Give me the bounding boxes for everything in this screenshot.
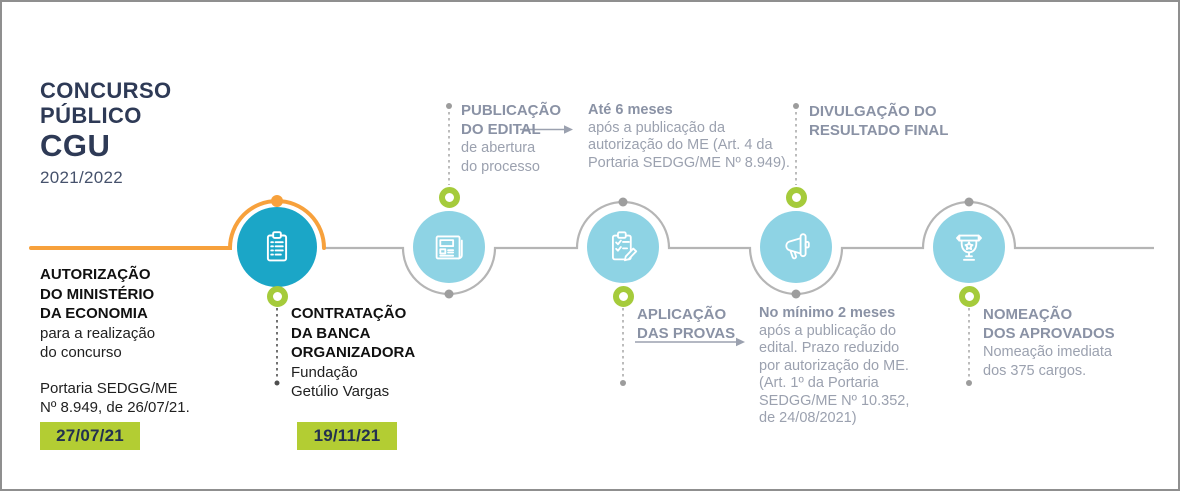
milestone-resultado-title: DIVULGAÇÃO DO RESULTADO FINAL — [809, 103, 949, 139]
title-line-3: CGU — [40, 128, 111, 163]
arc-dot-nomeacao — [964, 197, 974, 207]
dashed-end-dot-contratacao — [274, 380, 280, 386]
milestone-provas-title: APLICAÇÃO DAS PROVAS — [637, 306, 736, 342]
newspaper-icon — [435, 235, 463, 260]
authorization-title: AUTORIZAÇÃO DO MINISTÉRIO DA ECONOMIA — [40, 266, 155, 322]
authorization-description: para a realização do concurso — [40, 324, 156, 362]
dashed-end-dot-provas — [620, 380, 626, 386]
arrow-provas-head-icon — [736, 337, 745, 347]
milestone-publicacao-title: PUBLICAÇÃO DO EDITAL — [461, 102, 561, 138]
title-line-1: CONCURSO — [40, 78, 172, 103]
date-badge-authorization: 27/07/21 — [40, 422, 140, 450]
exam-checklist-icon — [612, 231, 638, 262]
milestone-nomeacao-description: Nomeação imediata dos 375 cargos. — [983, 344, 1112, 379]
timeline-node-resultado — [760, 211, 832, 283]
timeline-gray-line — [324, 200, 1154, 296]
milestone-nomeacao-title: NOMEAÇÃO DOS APROVADOS — [983, 306, 1115, 342]
megaphone-icon — [785, 233, 810, 260]
dashed-end-dot-resultado — [793, 103, 799, 109]
ring-marker-nomeacao — [958, 285, 980, 307]
date-badge-contratacao: 19/11/21 — [297, 422, 397, 450]
authorization-note: Portaria SEDGG/ME Nº 8.949, de 26/07/21. — [40, 379, 190, 417]
milestone-contratacao-description: Fundação Getúlio Vargas — [291, 363, 390, 401]
milestone-resultado-text: DIVULGAÇÃO DO RESULTADO FINAL — [809, 102, 969, 140]
milestone-contratacao-title: CONTRATAÇÃO DA BANCA ORGANIZADORA — [291, 305, 416, 361]
milestone-publicacao-text: PUBLICAÇÃO DO EDITAL de abertura do proc… — [461, 101, 581, 177]
arc-dot-provas — [618, 197, 628, 207]
arrow-edital-head-icon — [564, 125, 573, 134]
trophy-icon — [956, 234, 982, 261]
orange-arc-dot — [271, 195, 283, 207]
authorization-block: AUTORIZAÇÃO DO MINISTÉRIO DA ECONOMIA pa… — [40, 265, 220, 418]
ring-marker-publicacao — [438, 186, 460, 208]
page-title: CONCURSO PÚBLICO CGU 2021/2022 — [40, 78, 172, 188]
timeline-node-contratacao — [237, 207, 317, 287]
provas-side-note: No mínimo 2 meses após a publicação do e… — [759, 305, 944, 428]
publicacao-side-note-title: Até 6 meses — [588, 102, 673, 118]
provas-side-note-title: No mínimo 2 meses — [759, 305, 896, 321]
arc-dot-resultado — [791, 289, 801, 299]
ring-marker-contratacao — [266, 285, 288, 307]
timeline-node-nomeacao — [933, 211, 1005, 283]
timeline-node-provas — [587, 211, 659, 283]
milestone-provas-text: APLICAÇÃO DAS PROVAS — [637, 305, 757, 343]
dashed-end-dot-nomeacao — [966, 380, 972, 386]
clipboard-icon — [266, 231, 288, 262]
milestone-publicacao-description: de abertura do processo — [461, 140, 540, 175]
title-subtitle: 2021/2022 — [40, 168, 124, 187]
publicacao-side-note-body: após a publicação da autorização do ME (… — [588, 119, 790, 171]
publicacao-side-note: Até 6 meses após a publicação da autoriz… — [588, 102, 803, 172]
title-line-2: PÚBLICO — [40, 103, 142, 128]
ring-marker-provas — [612, 285, 634, 307]
arc-dot-publicacao — [444, 289, 454, 299]
milestone-contratacao-text: CONTRATAÇÃO DA BANCA ORGANIZADORA Fundaç… — [291, 304, 451, 402]
timeline-node-publicacao — [413, 211, 485, 283]
ring-marker-resultado — [785, 186, 807, 208]
provas-side-note-body: após a publicação do edital. Prazo reduz… — [759, 322, 910, 427]
milestone-nomeacao-text: NOMEAÇÃO DOS APROVADOS Nomeação imediata… — [983, 305, 1143, 381]
dashed-end-dot-publicacao — [446, 103, 452, 109]
